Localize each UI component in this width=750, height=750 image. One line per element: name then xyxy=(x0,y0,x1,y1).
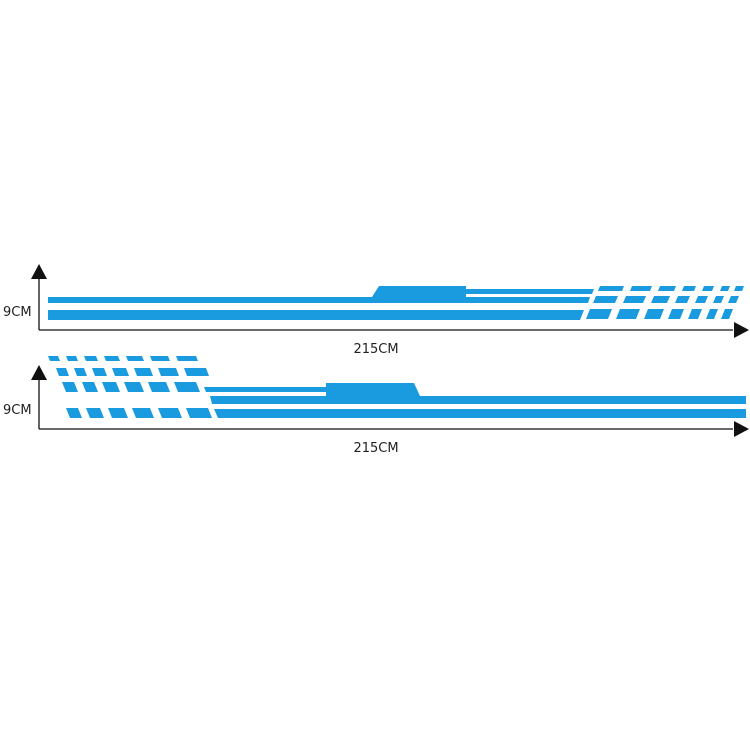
decal-left-axes: 9CM 215CM xyxy=(3,365,749,456)
stripe-dash-row-top xyxy=(598,286,744,291)
stripe-dash-row-bottom xyxy=(62,382,200,392)
height-axis-arrow-icon xyxy=(31,365,47,380)
height-label: 9CM xyxy=(3,305,32,320)
stripe-upper-left-solid xyxy=(210,396,746,404)
decal-left: 9CM 215CM xyxy=(3,356,749,456)
decal-right-artwork xyxy=(48,286,744,320)
width-label: 215CM xyxy=(353,342,398,357)
decal-left-artwork xyxy=(48,356,746,418)
decal-right: 9CM 215CM xyxy=(3,264,749,357)
stripe-lower-left-solid xyxy=(214,409,746,418)
height-label: 9CM xyxy=(3,403,32,418)
width-axis-arrow-icon xyxy=(734,421,749,437)
stripe-dash-row-middle xyxy=(593,296,739,303)
stripe-dash-row-bottom xyxy=(586,309,733,319)
stripe-dash-row-top xyxy=(48,356,198,361)
width-axis-arrow-icon xyxy=(734,322,749,338)
decal-right-axes: 9CM 215CM xyxy=(3,264,749,357)
stripe-upper-right-tail xyxy=(466,289,594,294)
stripe-upper-left-head xyxy=(326,383,420,396)
stripe-dash-row-lower xyxy=(66,408,212,418)
stripe-upper-right-solid xyxy=(48,286,590,303)
stripe-upper-left-tail xyxy=(204,387,326,392)
height-axis-arrow-icon xyxy=(31,264,47,279)
stripe-dash-row-middle xyxy=(56,368,209,376)
stripe-lower-right-solid xyxy=(48,310,584,320)
width-label: 215CM xyxy=(353,441,398,456)
